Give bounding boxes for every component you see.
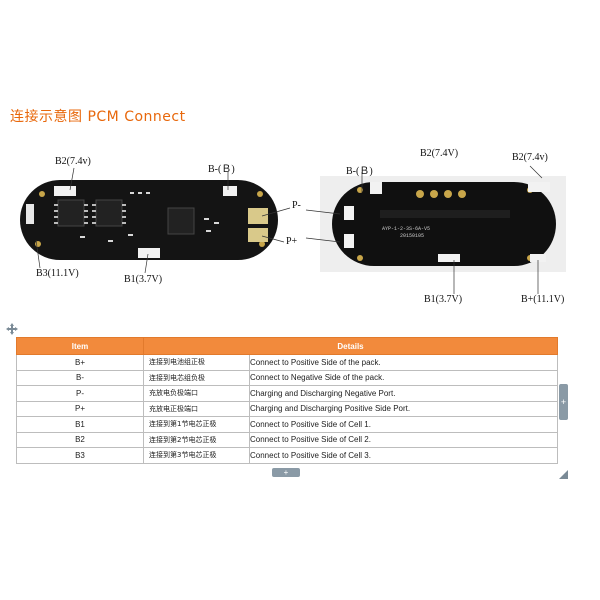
row-detail-en: Connect to Positive Side of Cell 3.	[249, 447, 558, 464]
table-row: P+ 充放电正极端口 Charging and Discharging Posi…	[16, 400, 558, 417]
right-pcb-silk: AYP-1-2-3S-6A-V5	[382, 226, 430, 232]
row-detail-en: Connect to Positive Side of Cell 1.	[249, 416, 558, 433]
left-label-pminus: P-	[292, 200, 301, 211]
table-row: B- 连接到电芯组负极 Connect to Negative Side of …	[16, 369, 558, 386]
page-title: 连接示意图 PCM Connect	[10, 109, 186, 125]
table-row: P- 充放电负极端口 Charging and Discharging Nega…	[16, 385, 558, 402]
table-row: B2 连接到第2节电芯正极 Connect to Positive Side o…	[16, 431, 558, 448]
left-label-b3: B3(11.1V)	[36, 268, 79, 279]
add-column-button[interactable]: +	[559, 384, 568, 420]
row-detail-cn: 连接到第3节电芯正极	[143, 447, 250, 464]
left-pcb-leader-lines	[35, 167, 291, 274]
row-item: B3	[16, 447, 144, 464]
left-label-pplus: P+	[286, 236, 298, 247]
resize-handle-icon[interactable]	[559, 470, 568, 479]
move-handle-icon[interactable]	[6, 323, 18, 335]
right-pcb-silk2: 20150105	[400, 233, 424, 239]
table-row: B1 连接到第1节电芯正极 Connect to Positive Side o…	[16, 416, 558, 433]
row-detail-cn: 连接到电池组正极	[143, 354, 250, 371]
right-pcb-leader-lines	[305, 165, 543, 294]
row-detail-cn: 充放电正极端口	[143, 400, 250, 417]
row-detail-en: Connect to Negative Side of the pack.	[249, 369, 558, 386]
right-label-b2a: B2(7.4V)	[420, 148, 459, 159]
right-label-bplus: B+(11.1V)	[521, 294, 565, 305]
left-label-b1: B1(3.7V)	[124, 274, 163, 285]
row-detail-cn: 连接到第1节电芯正极	[143, 416, 250, 433]
left-label-bminus: B-(Ｂ)	[208, 164, 235, 175]
row-item: B1	[16, 416, 144, 433]
row-detail-cn: 连接到电芯组负极	[143, 369, 250, 386]
row-item: P-	[16, 385, 144, 402]
row-detail-cn: 充放电负极端口	[143, 385, 250, 402]
row-item: B-	[16, 369, 144, 386]
right-label-b1: B1(3.7V)	[424, 294, 463, 305]
row-item: B2	[16, 431, 144, 448]
right-label-bminus: B-(Ｂ)	[346, 166, 373, 177]
row-item: B+	[16, 354, 144, 371]
pcm-connection-table: Item Details B+ 连接到电池组正极 Connect to Posi…	[16, 337, 558, 464]
right-label-b2b: B2(7.4v)	[512, 152, 548, 163]
row-item: P+	[16, 400, 144, 417]
table-header-details: Details	[143, 337, 558, 355]
row-detail-en: Charging and Discharging Negative Port.	[249, 385, 558, 402]
left-label-b2: B2(7.4v)	[55, 156, 91, 167]
row-detail-en: Connect to Positive Side of the pack.	[249, 354, 558, 371]
row-detail-cn: 连接到第2节电芯正极	[143, 431, 250, 448]
row-detail-en: Charging and Discharging Positive Side P…	[249, 400, 558, 417]
row-detail-en: Connect to Positive Side of Cell 2.	[249, 431, 558, 448]
table-header-item: Item	[16, 337, 144, 355]
add-row-button[interactable]: +	[272, 468, 300, 477]
right-pcb-image: AYP-1-2-3S-6A-V5 20150105	[320, 176, 566, 272]
table-row: B+ 连接到电池组正极 Connect to Positive Side of …	[16, 354, 558, 371]
table-row: B3 连接到第3节电芯正极 Connect to Positive Side o…	[16, 447, 558, 464]
